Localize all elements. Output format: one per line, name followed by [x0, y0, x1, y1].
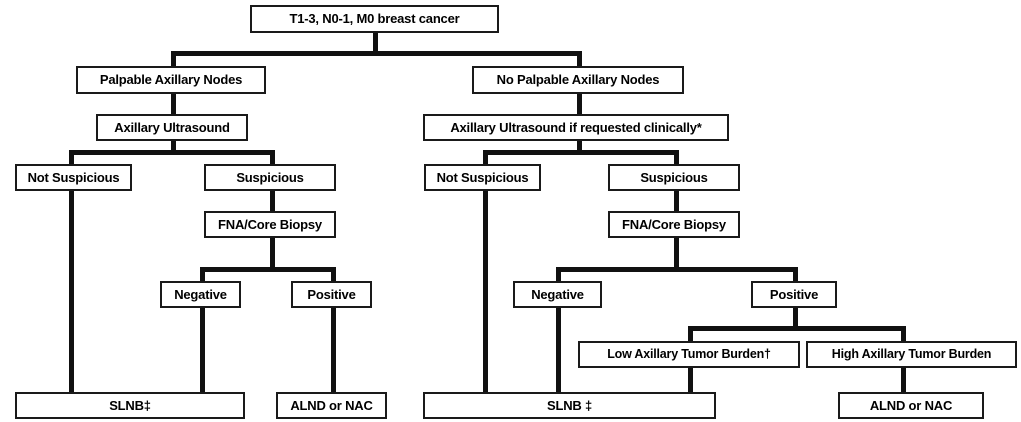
edge-right-suspicious-to-fna — [674, 190, 679, 212]
node-left-slnb[interactable]: SLNB‡ — [15, 392, 245, 419]
edge-right-fna-stem — [674, 237, 679, 270]
edge-to-palpable — [171, 51, 176, 68]
edge-palpable-to-us — [171, 93, 176, 115]
node-low-axillary-tumor-burden[interactable]: Low Axillary Tumor Burden† — [578, 341, 800, 368]
node-root[interactable]: T1-3, N0-1, M0 breast cancer — [250, 5, 499, 33]
edge-right-fna-split-bar — [556, 267, 797, 272]
node-right-positive[interactable]: Positive — [751, 281, 837, 308]
edge-no-palpable-to-us — [577, 93, 582, 115]
edge-left-fna-stem — [270, 237, 275, 270]
edge-root-stem — [373, 32, 378, 55]
edge-high-burden-to-alnd — [901, 368, 906, 394]
edge-burden-split-bar — [688, 326, 906, 331]
node-right-slnb[interactable]: SLNB ‡ — [423, 392, 716, 419]
node-left-alnd-or-nac[interactable]: ALND or NAC — [276, 392, 387, 419]
node-left-fna-core-biopsy[interactable]: FNA/Core Biopsy — [204, 211, 336, 238]
edge-left-positive-to-alnd — [331, 307, 336, 393]
node-right-fna-core-biopsy[interactable]: FNA/Core Biopsy — [608, 211, 740, 238]
edge-left-suspicious-to-fna — [270, 190, 275, 212]
edge-left-negative-to-slnb — [200, 307, 205, 393]
node-left-not-suspicious[interactable]: Not Suspicious — [15, 164, 132, 191]
node-palpable-axillary-nodes[interactable]: Palpable Axillary Nodes — [76, 66, 266, 94]
edge-right-to-positive — [793, 267, 798, 283]
edge-right-negative-to-slnb — [556, 307, 561, 393]
node-right-alnd-or-nac[interactable]: ALND or NAC — [838, 392, 984, 419]
node-high-axillary-tumor-burden[interactable]: High Axillary Tumor Burden — [806, 341, 1017, 368]
node-left-axillary-ultrasound[interactable]: Axillary Ultrasound — [96, 114, 248, 141]
node-left-positive[interactable]: Positive — [291, 281, 372, 308]
edge-left-fna-split-bar — [200, 267, 336, 272]
edge-left-to-positive — [331, 267, 336, 283]
edge-left-us-split-bar — [69, 150, 275, 155]
edge-to-no-palpable — [577, 51, 582, 68]
edge-right-us-split-bar — [483, 150, 679, 155]
edge-right-us-stem — [577, 140, 582, 153]
edge-left-to-not-suspicious — [69, 150, 74, 166]
edge-left-to-suspicious — [270, 150, 275, 166]
edge-right-positive-stem — [793, 307, 798, 329]
node-right-axillary-ultrasound-if-requested[interactable]: Axillary Ultrasound if requested clinica… — [423, 114, 729, 141]
node-right-negative[interactable]: Negative — [513, 281, 602, 308]
node-no-palpable-axillary-nodes[interactable]: No Palpable Axillary Nodes — [472, 66, 684, 94]
node-left-negative[interactable]: Negative — [160, 281, 241, 308]
edge-to-low-burden — [688, 326, 693, 342]
node-right-suspicious[interactable]: Suspicious — [608, 164, 740, 191]
node-right-not-suspicious[interactable]: Not Suspicious — [424, 164, 541, 191]
edge-left-to-negative — [200, 267, 205, 283]
edge-right-to-suspicious — [674, 150, 679, 166]
edge-left-us-stem — [171, 140, 176, 153]
edge-right-to-negative — [556, 267, 561, 283]
edge-right-to-not-suspicious — [483, 150, 488, 166]
edge-low-burden-to-slnb — [688, 368, 693, 394]
node-left-suspicious[interactable]: Suspicious — [204, 164, 336, 191]
edge-right-not-suspicious-to-slnb — [483, 190, 488, 393]
edge-to-high-burden — [901, 326, 906, 342]
edge-left-not-suspicious-to-slnb — [69, 190, 74, 393]
edge-root-split-bar — [171, 51, 582, 56]
